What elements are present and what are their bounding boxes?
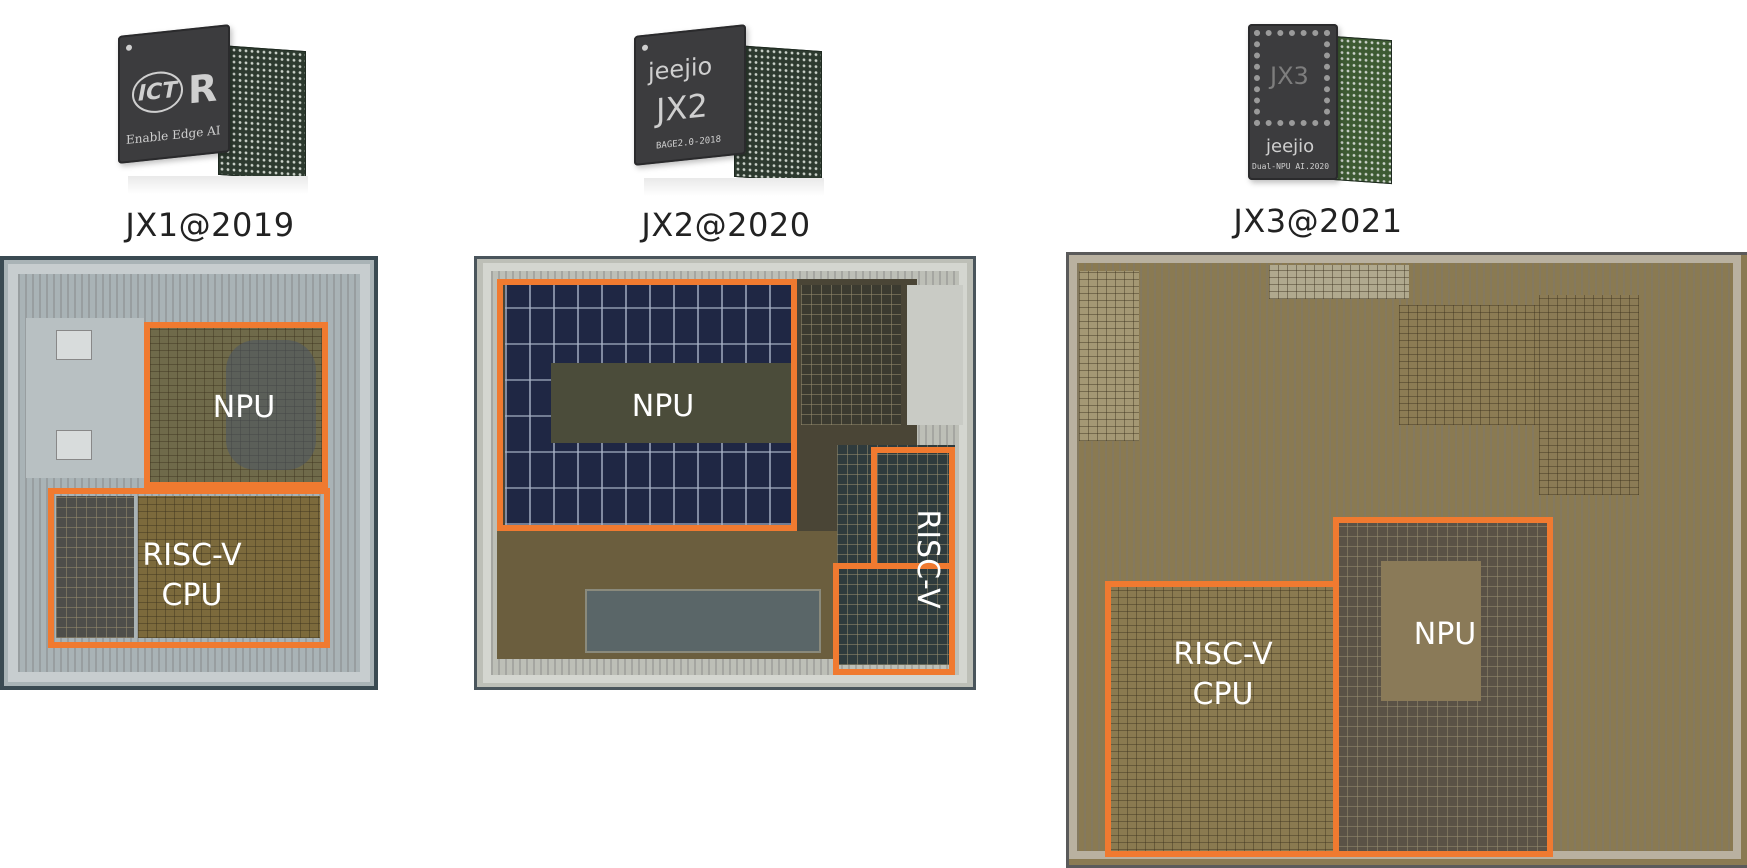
- jx2-logic-area: [801, 285, 901, 425]
- pin1-marker: [642, 44, 648, 52]
- jx1-die-photo: NPU RISC-V CPU: [0, 256, 378, 690]
- jx1-cpu-cores: [56, 496, 134, 638]
- jx1-logo: ICT: [132, 69, 184, 116]
- jx3-package-top: JX3 jeejio Dual-NPU AI.2020: [1248, 24, 1338, 180]
- jx2-npu-label: NPU: [631, 389, 695, 424]
- jx1-cpu-label-line2: CPU: [161, 578, 223, 613]
- jx3-ball-grid: [1332, 35, 1392, 185]
- jx2-model: JX2: [656, 86, 708, 130]
- jx1-package-text: Enable Edge AI: [126, 123, 221, 148]
- jx2-code: BAGE2.0-2018: [656, 134, 722, 152]
- jx2-npu-center: [551, 363, 791, 443]
- jx3-cpu-highlight: [1105, 581, 1339, 857]
- jx2-die-photo: NPU RISC-V: [474, 256, 976, 690]
- jx1-pad-2: [56, 430, 92, 460]
- jx2-ball-grid: [734, 44, 822, 184]
- pin1-marker: [126, 44, 132, 52]
- jx1-logo-mark: R: [188, 65, 218, 113]
- jx3-npu-highlight: [1333, 517, 1553, 857]
- jx1-cpu-block: [138, 496, 320, 638]
- jx3-inner-grid: [1254, 30, 1330, 126]
- jx1-pad-1: [56, 330, 92, 360]
- jx1-cpu-label-line1: RISC-V: [142, 538, 242, 573]
- jx2-lower-strip: [585, 589, 821, 653]
- jx2-cpu-highlight-lower: [833, 563, 955, 675]
- jx3-cpu-label-line1: RISC-V: [1173, 637, 1273, 672]
- jx2-cpu-label: RISC-V: [910, 509, 945, 609]
- jx1-package-top: ICT R Enable Edge AI: [118, 24, 230, 164]
- jx2-npu-highlight: [497, 279, 797, 531]
- jx2-package-shadow: [644, 178, 824, 196]
- jx3-top-logic-left: [1079, 271, 1139, 441]
- jx2-cpu-block: [837, 445, 955, 665]
- jx3-npu-label: NPU: [1413, 617, 1477, 652]
- jx3-top-logic-right: [1399, 305, 1549, 425]
- jx3-year-label: JX3@2021: [1233, 202, 1403, 240]
- jx1-ball-grid: [218, 44, 306, 182]
- jx2-brand: jeejio: [648, 51, 713, 87]
- jx3-npu-center: [1381, 561, 1481, 701]
- jx1-npu-label: NPU: [212, 390, 276, 425]
- jx1-npu-highlight: [144, 322, 328, 488]
- jx2-year-label: JX2@2020: [641, 206, 811, 244]
- jx3-top-logic-center: [1269, 265, 1409, 299]
- jx1-package-shadow: [128, 176, 308, 194]
- jx1-package-image: ICT R Enable Edge AI: [118, 24, 308, 198]
- jx3-cpu-label-line2: CPU: [1192, 677, 1254, 712]
- jx2-package-top: jeejio JX2 BAGE2.0-2018: [634, 24, 746, 166]
- jx3-right-logic: [1539, 295, 1639, 495]
- jx3-code: Dual-NPU AI.2020: [1252, 162, 1330, 171]
- jx2-package-image: jeejio JX2 BAGE2.0-2018: [634, 24, 824, 198]
- jx1-cpu-highlight: [48, 488, 330, 648]
- jx3-cpu-block: [1109, 585, 1335, 857]
- jx3-model: JX3: [1270, 62, 1309, 90]
- jx3-brand: jeejio: [1266, 136, 1315, 157]
- jx3-die-photo: RISC-V CPU NPU: [1066, 252, 1747, 868]
- jx1-year-label: JX1@2019: [125, 206, 295, 244]
- jx3-package-image: JX3 jeejio Dual-NPU AI.2020: [1248, 24, 1398, 194]
- jx1-npu-dark-patch: [226, 340, 316, 470]
- jx2-right-pads: [907, 285, 963, 425]
